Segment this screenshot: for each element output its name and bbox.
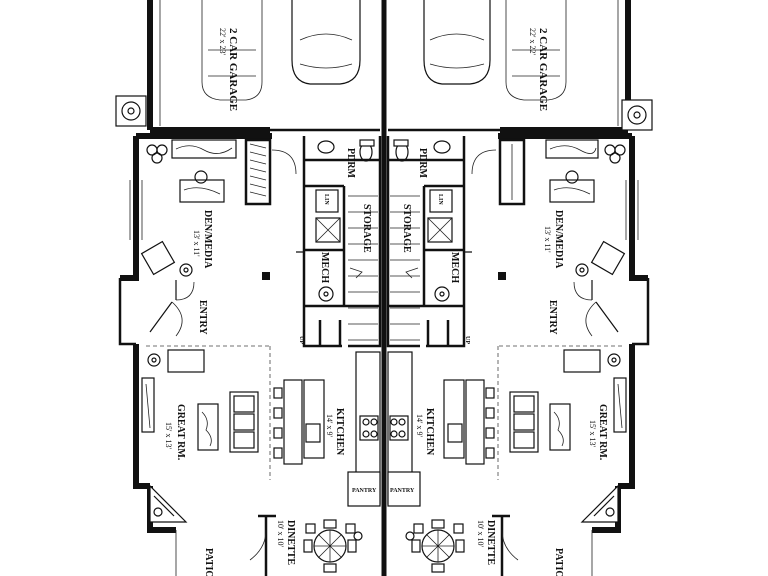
mech-label: MECH — [319, 252, 330, 283]
kitchen-label: KITCHEN — [424, 408, 435, 456]
garage-label: 2 CAR GARAGE — [227, 28, 239, 111]
lin-label: LIN — [323, 194, 329, 205]
pdrm-label: PDRM — [345, 148, 356, 179]
patio-label: PATIO — [553, 548, 564, 576]
exterior-wall — [120, 136, 139, 281]
dinette-dim: 10' x 10' — [476, 520, 485, 547]
dinette-label: DINETTE — [285, 520, 296, 565]
pantry-label: PANTRY — [390, 488, 415, 494]
car-icon — [423, 0, 567, 101]
dinette-dim: 10' x 10' — [276, 520, 285, 547]
garage-dim: 22' x 23' — [218, 28, 227, 55]
entry-label: ENTRY — [197, 300, 208, 335]
mech-label: MECH — [449, 252, 460, 283]
kitchen-dim: 14' x 9' — [325, 414, 334, 437]
lin-label: LIN — [437, 194, 443, 205]
unit-left: 2 CAR GARAGE 22' x 23' DEN/MEDIA 13' x 1… — [115, 0, 382, 576]
pantry-label: PANTRY — [352, 488, 377, 494]
kitchen-label: KITCHEN — [334, 408, 345, 456]
unit-right: 2 CAR GARAGE 22' x 22' DEN/MEDIA 13' x 1… — [386, 0, 653, 576]
den-dim: 13' x 11' — [543, 226, 552, 253]
patio-label: PATIO — [203, 548, 214, 576]
entry-label: ENTRY — [547, 300, 558, 335]
great-room-label: GREAT RM. — [597, 404, 608, 461]
great-room-dim: 15' x 13' — [588, 420, 597, 447]
garage-dim: 22' x 22' — [528, 28, 537, 55]
up-label: UP — [298, 336, 304, 344]
great-room-dim: 15' x 13' — [164, 422, 173, 449]
storage-label: STORAGE — [401, 204, 412, 253]
den-label: DEN/MEDIA — [202, 210, 213, 269]
den-dim: 13' x 11' — [192, 230, 201, 257]
car-icon — [201, 0, 361, 101]
kitchen-dim: 14' x 9' — [415, 414, 424, 437]
den-label: DEN/MEDIA — [553, 210, 564, 269]
up-label: UP — [464, 336, 470, 344]
great-room-label: GREAT RM. — [175, 404, 186, 461]
pdrm-label: PDRM — [417, 148, 428, 179]
garage-label: 2 CAR GARAGE — [537, 28, 549, 111]
storage-label: STORAGE — [361, 204, 372, 253]
dinette-label: DINETTE — [485, 520, 496, 565]
